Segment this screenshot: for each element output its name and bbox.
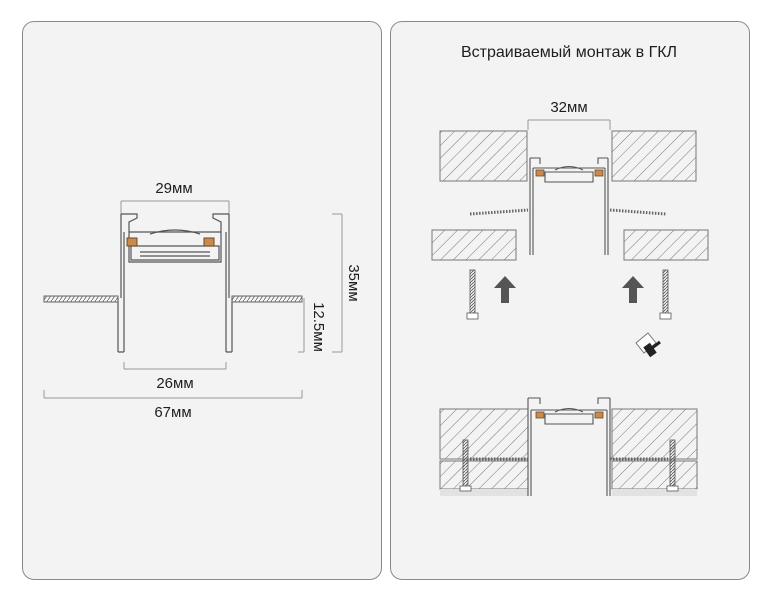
label-flange-height: 12.5мм	[310, 302, 327, 352]
screw-right	[659, 269, 672, 320]
mounted-result-diagram	[439, 397, 698, 496]
profile-flanges	[43, 295, 303, 303]
arrow-up-icon	[494, 276, 516, 303]
contact-left	[126, 237, 138, 247]
profile-install	[529, 157, 609, 255]
dimension-opening-width: 32мм	[527, 99, 611, 130]
lower-board-right	[623, 229, 709, 261]
drywall-board-left	[439, 130, 528, 182]
label-opening-width: 32мм	[550, 99, 587, 116]
arrow-up-icon	[622, 276, 644, 303]
label-overall-width: 67мм	[154, 404, 191, 421]
panel-title: Встраиваемый монтаж в ГКЛ	[461, 44, 677, 61]
dimension-overall-width: 67мм	[43, 390, 303, 421]
profile-body	[117, 213, 233, 353]
dimension-flange-height: 12.5мм	[298, 298, 327, 353]
profile-section-drawing: 29мм 3	[43, 180, 362, 421]
label-bottom-width: 26мм	[156, 375, 193, 392]
drywall-board-right	[611, 130, 697, 182]
screw-left	[466, 269, 479, 320]
contact-right	[203, 237, 215, 247]
lower-board-left	[431, 229, 517, 261]
screwdriver-icon	[635, 332, 661, 358]
label-top-width: 29мм	[155, 180, 192, 197]
label-height: 35мм	[345, 264, 362, 301]
installation-step-diagram	[431, 130, 709, 358]
dimension-top-width: 29мм	[120, 180, 230, 215]
dimension-bottom-width: 26мм	[123, 362, 227, 392]
dimension-height: 35мм	[332, 213, 362, 353]
